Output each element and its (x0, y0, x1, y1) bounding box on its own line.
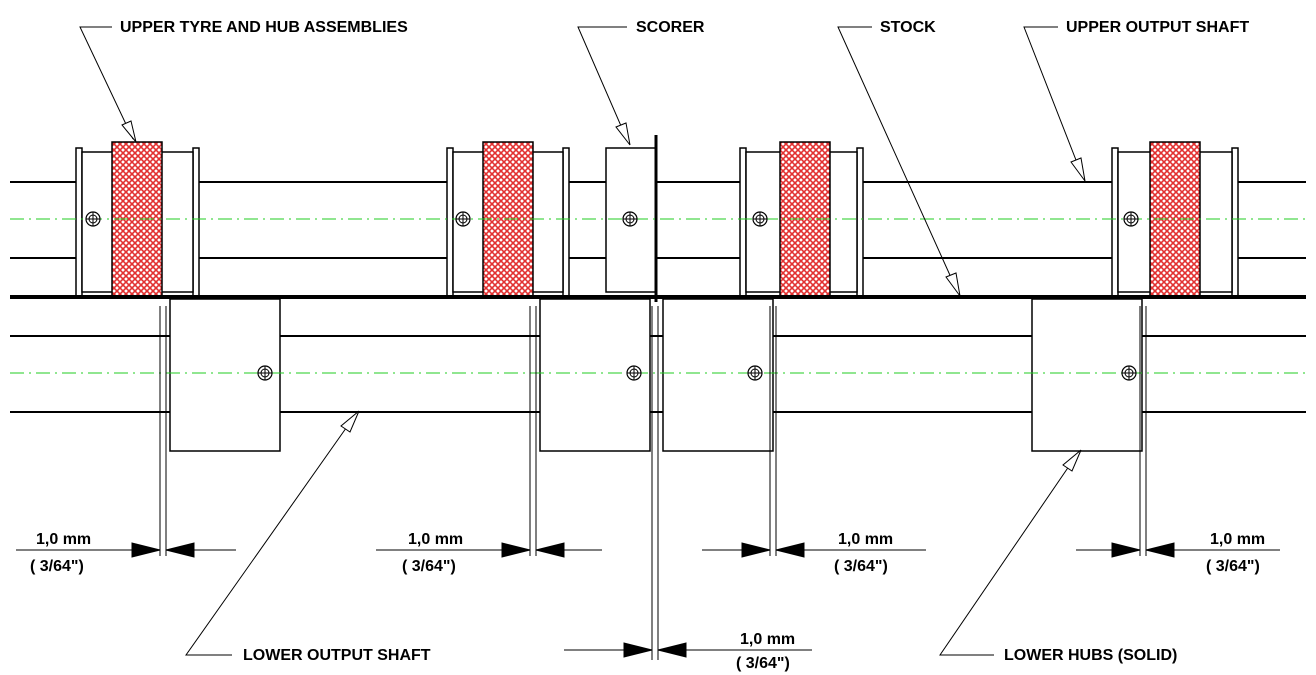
label-lower-output-shaft: LOWER OUTPUT SHAFT (243, 647, 431, 664)
label-scorer: SCORER (636, 19, 705, 36)
screw-icon (85, 211, 101, 227)
screw-icon (1121, 365, 1137, 381)
screw-icon (455, 211, 471, 227)
leader-lower-hubs (939, 449, 1082, 656)
screw-icon (747, 365, 763, 381)
leader-upper-output-shaft (1023, 26, 1086, 182)
dimension-5: 1,0 mm ( 3/64") (564, 631, 812, 672)
screw-icon (1123, 211, 1139, 227)
dimension-mm-label: 1,0 mm (838, 531, 893, 548)
dimension-mm-label: 1,0 mm (1210, 531, 1265, 548)
screw-icon (626, 365, 642, 381)
dimension-2: 1,0 mm ( 3/64") (376, 531, 602, 575)
extension-lines (159, 306, 1147, 660)
dimension-3: 1,0 mm ( 3/64") (702, 531, 926, 575)
leader-upper-tyre-hub (79, 26, 137, 143)
leader-stock (837, 26, 961, 297)
dimension-4: 1,0 mm ( 3/64") (1076, 531, 1280, 575)
screw-icon (257, 365, 273, 381)
dimension-inch-label: ( 3/64") (736, 655, 790, 672)
upper-hub-assembly (739, 141, 864, 299)
leader-scorer (577, 26, 631, 146)
label-upper-tyre-hub: UPPER TYRE AND HUB ASSEMBLIES (120, 19, 408, 36)
label-stock: STOCK (880, 19, 936, 36)
dimension-inch-label: ( 3/64") (30, 558, 84, 575)
screw-icon (622, 211, 638, 227)
screw-icon (752, 211, 768, 227)
dimension-inch-label: ( 3/64") (1206, 558, 1260, 575)
dimension-inch-label: ( 3/64") (834, 558, 888, 575)
label-lower-hubs: LOWER HUBS (SOLID) (1004, 647, 1177, 664)
dimension-1: 1,0 mm ( 3/64") (16, 531, 236, 575)
upper-output-shaft (10, 181, 1306, 259)
dimension-mm-label: 1,0 mm (408, 531, 463, 548)
dimension-inch-label: ( 3/64") (402, 558, 456, 575)
dimension-mm-label: 1,0 mm (740, 631, 795, 648)
dimension-mm-label: 1,0 mm (36, 531, 91, 548)
label-upper-output-shaft: UPPER OUTPUT SHAFT (1066, 19, 1249, 36)
leader-lower-output-shaft (185, 410, 360, 656)
